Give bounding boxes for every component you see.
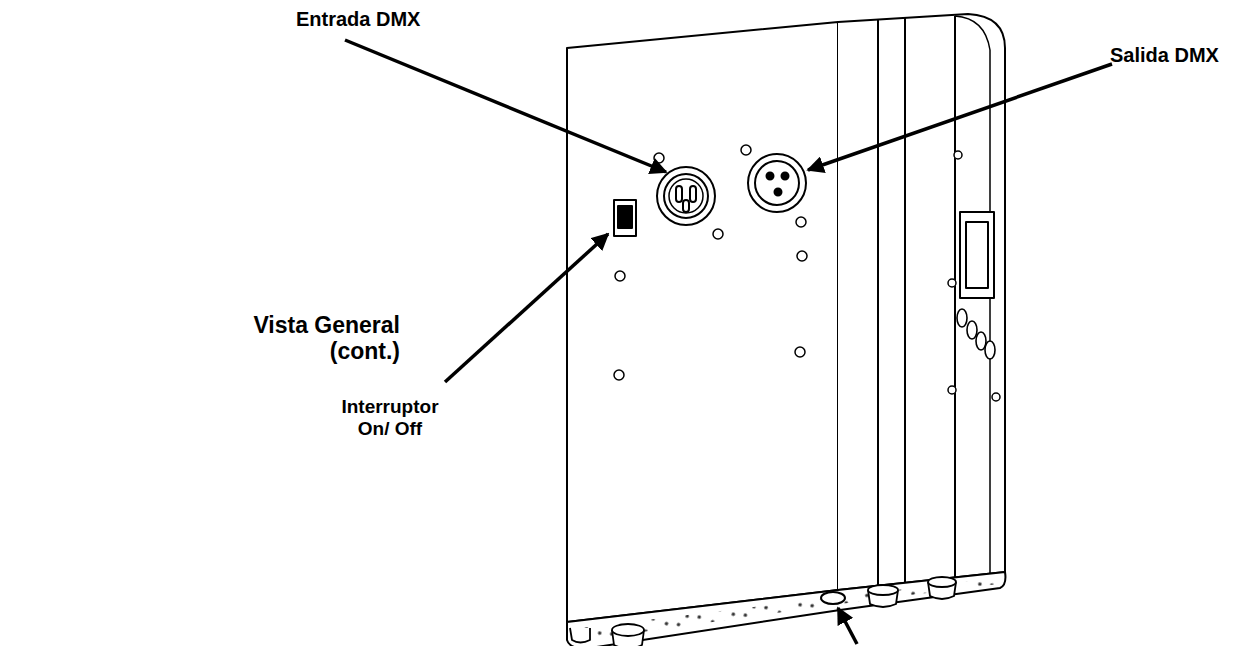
leader-arrows [345,40,1112,644]
view-title: Vista General (cont.) [228,312,400,365]
part-label: Entrada DMX [296,8,456,31]
part-label: Salida DMX [1110,44,1240,67]
part-label: Interruptor On/ Off [330,396,450,440]
housing [567,14,1005,646]
